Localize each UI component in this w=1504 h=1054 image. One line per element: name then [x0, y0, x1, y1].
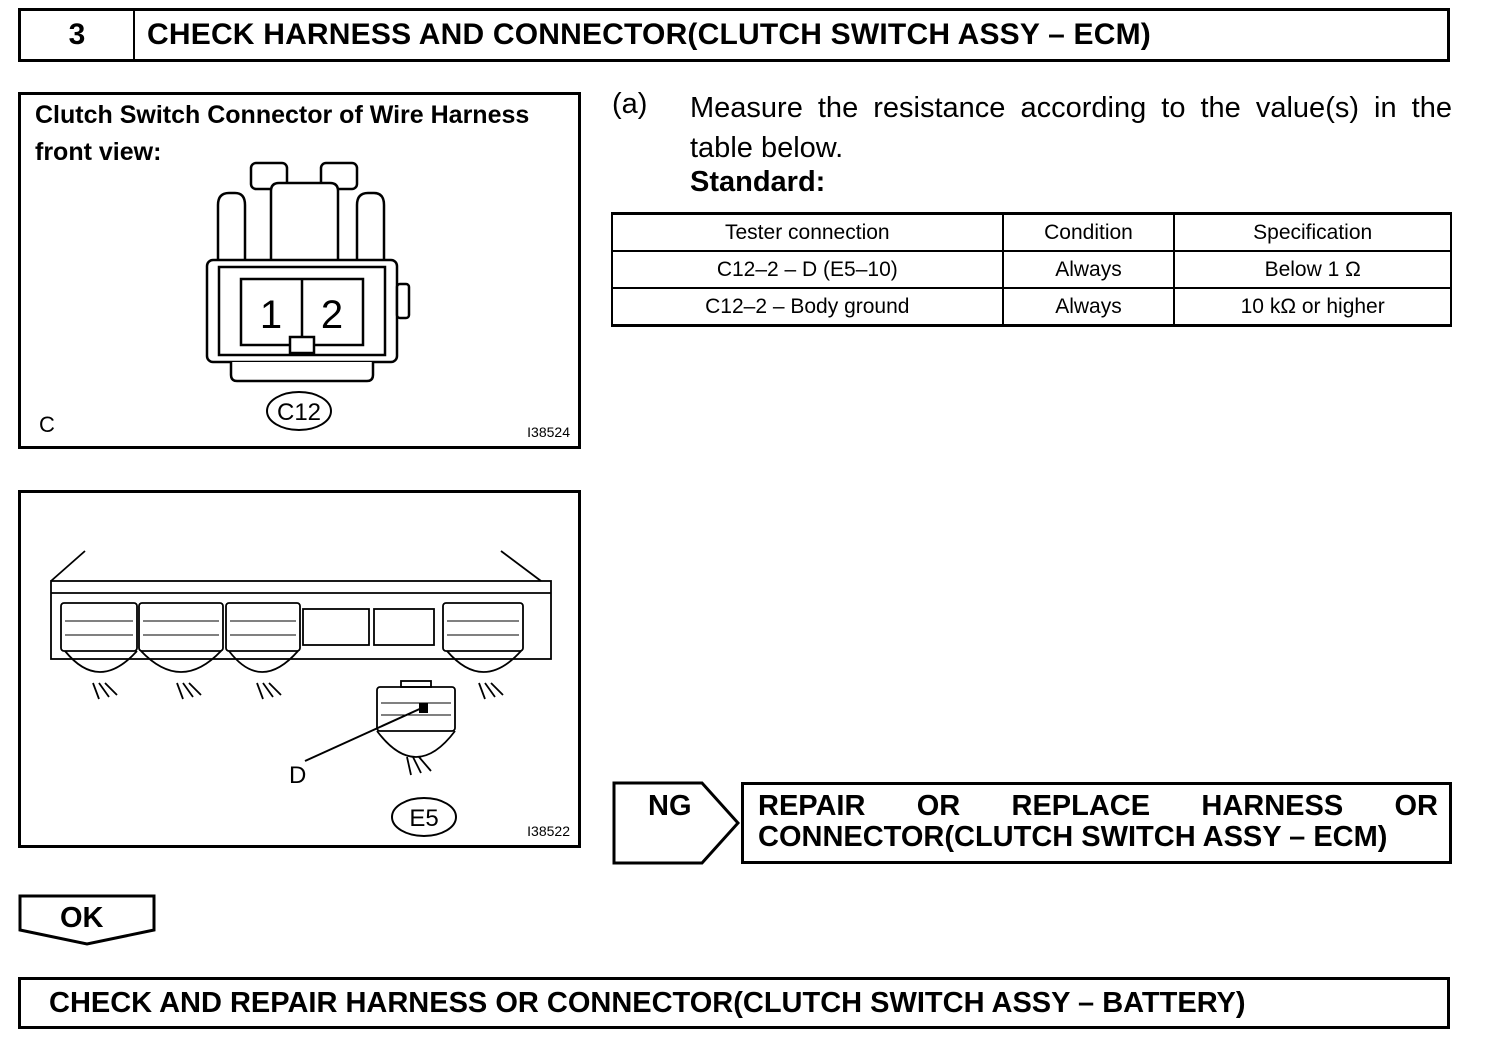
ok-label: OK — [60, 902, 104, 934]
table-header-cell: Specification — [1173, 212, 1452, 252]
ng-action-box: REPAIR OR REPLACE HARNESS OR CONNECTOR(C… — [741, 782, 1452, 864]
ng-label: NG — [648, 790, 692, 822]
pointer-line — [304, 706, 425, 762]
table-cell: Below 1 Ω — [1173, 250, 1452, 289]
instruction-index: (a) — [612, 88, 648, 120]
table-cell: C12–2 – Body ground — [611, 287, 1004, 327]
table-cell: C12–2 – D (E5–10) — [611, 250, 1004, 289]
instruction-text: Measure the resistance according to the … — [690, 92, 1452, 164]
e5-id-label: E5 — [409, 805, 438, 832]
spec-table: Tester connection Condition Specificatio… — [611, 212, 1452, 327]
pin-1-label: 1 — [260, 293, 282, 337]
table-header-row: Tester connection Condition Specificatio… — [611, 212, 1452, 252]
connector-id-ellipse — [266, 391, 332, 431]
pointer-label: D — [289, 762, 306, 789]
figure-code: I38524 — [527, 424, 570, 440]
final-step-text: CHECK AND REPAIR HARNESS OR CONNECTOR(CL… — [49, 986, 1246, 1019]
table-cell: Always — [1001, 287, 1176, 327]
table-header-cell: Tester connection — [611, 212, 1004, 252]
pin-2-label: 2 — [321, 293, 343, 337]
table-header-cell: Condition — [1001, 212, 1176, 252]
step-number: 3 — [21, 11, 135, 59]
table-cell: Always — [1001, 250, 1176, 289]
e5-id-ellipse — [391, 797, 457, 837]
step-header: 3 CHECK HARNESS AND CONNECTOR(CLUTCH SWI… — [18, 8, 1450, 62]
table-cell: 10 kΩ or higher — [1173, 287, 1452, 327]
figure-corner-letter: C — [39, 412, 55, 437]
ecm-drawing: D E5 — [50, 550, 552, 837]
ng-arrow — [612, 781, 740, 865]
step-title: CHECK HARNESS AND CONNECTOR(CLUTCH SWITC… — [147, 18, 1151, 51]
table-row: C12–2 – D (E5–10) Always Below 1 Ω — [611, 250, 1452, 289]
ok-arrow — [18, 894, 156, 946]
final-step-box: CHECK AND REPAIR HARNESS OR CONNECTOR(CL… — [18, 977, 1450, 1029]
clutch-switch-connector-figure: Clutch Switch Connector of Wire Harness … — [18, 92, 581, 449]
figure-code: I38522 — [527, 823, 570, 839]
connector-drawing: 1 2 C12 — [205, 161, 411, 431]
connector-id-label: C12 — [277, 399, 321, 426]
standard-label: Standard: — [690, 166, 826, 198]
ng-action-text: REPAIR OR REPLACE HARNESS OR CONNECTOR(C… — [758, 790, 1438, 853]
ecm-connector-figure: D E5 I38522 — [18, 490, 581, 848]
figure-caption: Clutch Switch Connector of Wire Harness … — [35, 101, 530, 166]
table-row: C12–2 – Body ground Always 10 kΩ or high… — [611, 287, 1452, 327]
